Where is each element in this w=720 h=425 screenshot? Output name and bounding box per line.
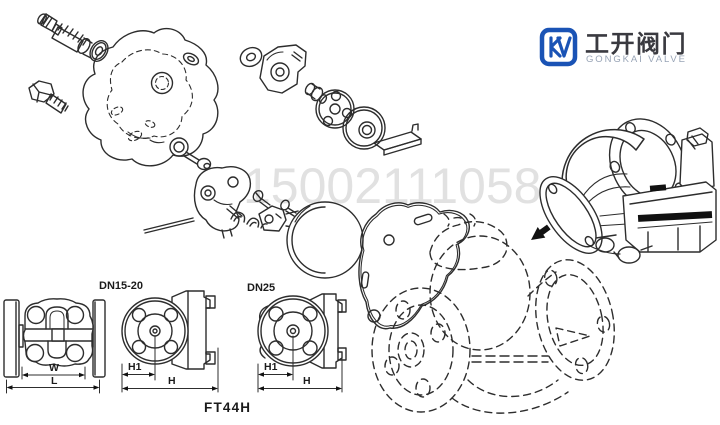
cover-exploded-part [82,27,219,171]
assembled-cutaway-view [539,118,717,264]
dim-label-h-dn25: H [303,375,311,387]
label-model-ft44h: FT44H [204,400,251,415]
label-dn15-20: DN15-20 [99,280,143,292]
dn25-dimensions: H1 H [257,335,343,393]
front-view-drawing [3,298,106,378]
front-view-dimensions: W L [6,362,100,394]
valve-body-dashed-drawing [371,213,615,414]
hex-bolt-exploded-part [28,80,69,114]
label-dn25: DN25 [247,282,275,294]
dim-label-w: W [49,362,59,374]
valve-seat-exploded-part [37,13,109,62]
direction-arrow [531,224,551,240]
gasket-exploded-part [358,202,470,330]
logo-english-text: GONGKAI VALVE [586,54,687,65]
small-parts-exploded [239,44,422,156]
logo-chinese-text: 工开阀门 [585,30,687,58]
lever-and-float-exploded [143,166,364,279]
dn15-20-dimensions: H1 H [121,335,219,393]
dim-label-h-dn15: H [168,375,176,387]
dn15-20-side-view [121,290,216,370]
dim-label-h1-dn25: H1 [264,361,278,373]
dim-label-l: L [51,375,58,387]
logo: 工开阀门 GONGKAI VALVE [539,27,687,67]
dim-label-h1-dn15: H1 [128,361,142,373]
dn25-side-view [257,293,347,369]
logo-kv-mark [539,27,578,67]
watermark-phone-number: 15002111058 [243,158,541,214]
